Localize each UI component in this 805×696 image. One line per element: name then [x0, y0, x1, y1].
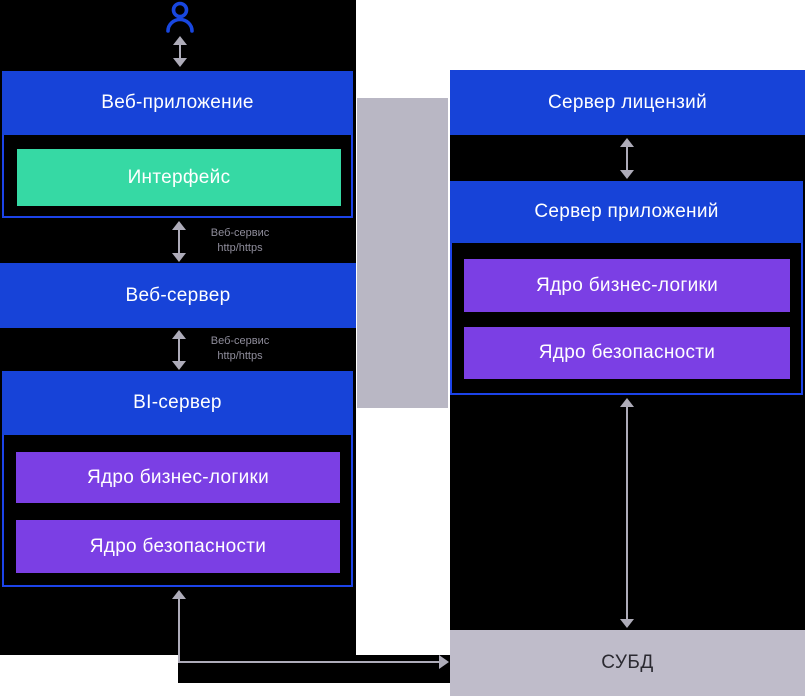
- webserver-title: Веб-сервер: [125, 284, 231, 306]
- arrow-webserver-biserver: [172, 330, 186, 370]
- arrow-license-appserver: [620, 138, 634, 179]
- arrow-biserver-dbms-head-right: [439, 655, 449, 669]
- interface-label: Интерфейс: [127, 166, 231, 188]
- webservice-label-1: Веб-сервис http/https: [210, 227, 270, 254]
- dbms-title: СУБД: [601, 652, 654, 673]
- arrow-appserver-dbms: [620, 398, 634, 628]
- biserver-title: BI-сервер: [133, 392, 222, 413]
- dbms-box: СУБД: [450, 630, 805, 696]
- bottom-black-strip: [178, 655, 450, 683]
- license-server-box: Сервер лицензий: [450, 70, 805, 135]
- interface-box: Интерфейс: [17, 149, 341, 206]
- arrow-biserver-dbms-head-up: [172, 590, 186, 599]
- license-server-title: Сервер лицензий: [547, 91, 707, 113]
- webservice-label-2: Веб-сервис http/https: [210, 335, 270, 362]
- arrow-biserver-dbms-vertical: [178, 598, 180, 663]
- user-icon: [162, 1, 198, 38]
- arrow-user-webapp: [173, 36, 187, 67]
- biserver-header: BI-сервер: [2, 371, 353, 435]
- middle-gray-bar: [357, 98, 448, 408]
- biserver-core-security: Ядро безопасности: [16, 520, 340, 573]
- webapp-title: Веб-приложение: [101, 92, 254, 113]
- biserver-core-business-logic: Ядро бизнес-логики: [16, 452, 340, 503]
- arrow-webapp-webserver: [172, 221, 186, 262]
- webapp-header: Веб-приложение: [2, 71, 353, 135]
- appserver-header: Сервер приложений: [450, 181, 803, 243]
- appserver-core-security: Ядро безопасности: [464, 327, 790, 379]
- arrow-biserver-dbms-horizontal: [178, 661, 439, 663]
- appserver-title: Сервер приложений: [534, 201, 719, 222]
- webserver-box: Веб-сервер: [0, 263, 356, 328]
- appserver-core-business-logic: Ядро бизнес-логики: [464, 259, 790, 312]
